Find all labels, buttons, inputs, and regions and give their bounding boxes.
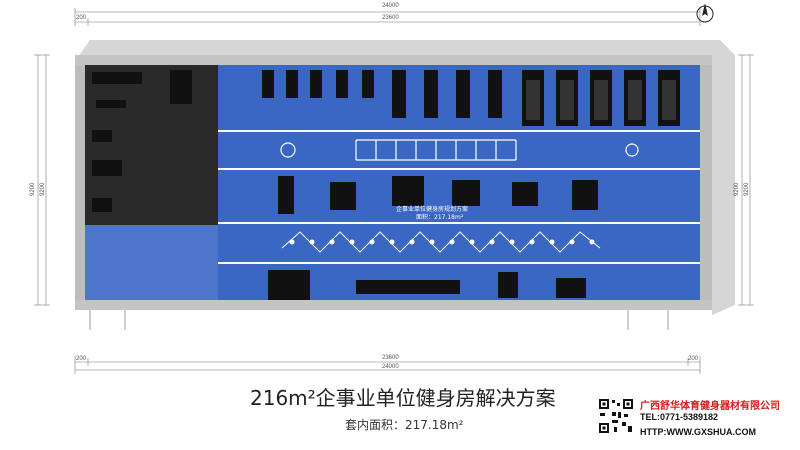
room-label: 企事业单位健身房规划方案 bbox=[396, 206, 469, 213]
dim-bottom-inner: 23600 bbox=[382, 355, 399, 361]
agility-ladder bbox=[280, 139, 639, 161]
wall-top bbox=[75, 55, 712, 65]
dim-bottom-outer: 24000 bbox=[382, 364, 399, 370]
treadmills bbox=[522, 70, 680, 126]
dim-top-inner: 23600 bbox=[382, 15, 399, 21]
cone-dots bbox=[289, 239, 595, 245]
page-title: 216m²企事业单位健身房解决方案 bbox=[250, 386, 556, 410]
dim-bottom-right-small: 200 bbox=[688, 356, 699, 362]
company-website: HTTP:WWW.GXSHUA.COM bbox=[640, 427, 756, 437]
doors bbox=[89, 310, 669, 330]
bottom-equipment bbox=[268, 270, 586, 300]
lane-stripes bbox=[218, 130, 700, 264]
bottom-dimension-lines bbox=[74, 356, 701, 374]
dim-bottom-left-small: 200 bbox=[76, 356, 87, 362]
room-area: 面积：217.18m² bbox=[416, 214, 464, 221]
strength-machines-middle bbox=[278, 176, 598, 214]
strength-machines-top bbox=[262, 70, 502, 118]
cone-zigzag bbox=[281, 231, 601, 253]
dim-top-outer: 24000 bbox=[382, 3, 399, 9]
company-name: 广西舒华体育健身器材有限公司 bbox=[640, 401, 780, 412]
free-weight-equipment bbox=[92, 70, 192, 212]
dim-left-outer: 9200 bbox=[30, 182, 36, 196]
dim-left-inner: 9200 bbox=[40, 182, 46, 196]
page-subtitle: 套内面积：217.18m² bbox=[345, 418, 464, 432]
dim-right-outer: 9200 bbox=[734, 182, 740, 196]
company-tel: TEL:0771-5389182 bbox=[640, 412, 719, 422]
wall-right bbox=[700, 55, 712, 310]
north-arrow-icon bbox=[696, 3, 714, 23]
wall-left bbox=[75, 55, 85, 310]
qr-code-icon bbox=[598, 398, 634, 434]
side-dimension-lines bbox=[34, 54, 754, 306]
dim-top-left-small: 200 bbox=[76, 15, 87, 21]
wall-bottom bbox=[75, 300, 712, 310]
dim-right-inner: 9200 bbox=[744, 182, 750, 196]
top-dimension-lines bbox=[74, 8, 701, 26]
free-weight-zone-lower bbox=[85, 225, 218, 300]
floor-plan bbox=[34, 8, 754, 374]
